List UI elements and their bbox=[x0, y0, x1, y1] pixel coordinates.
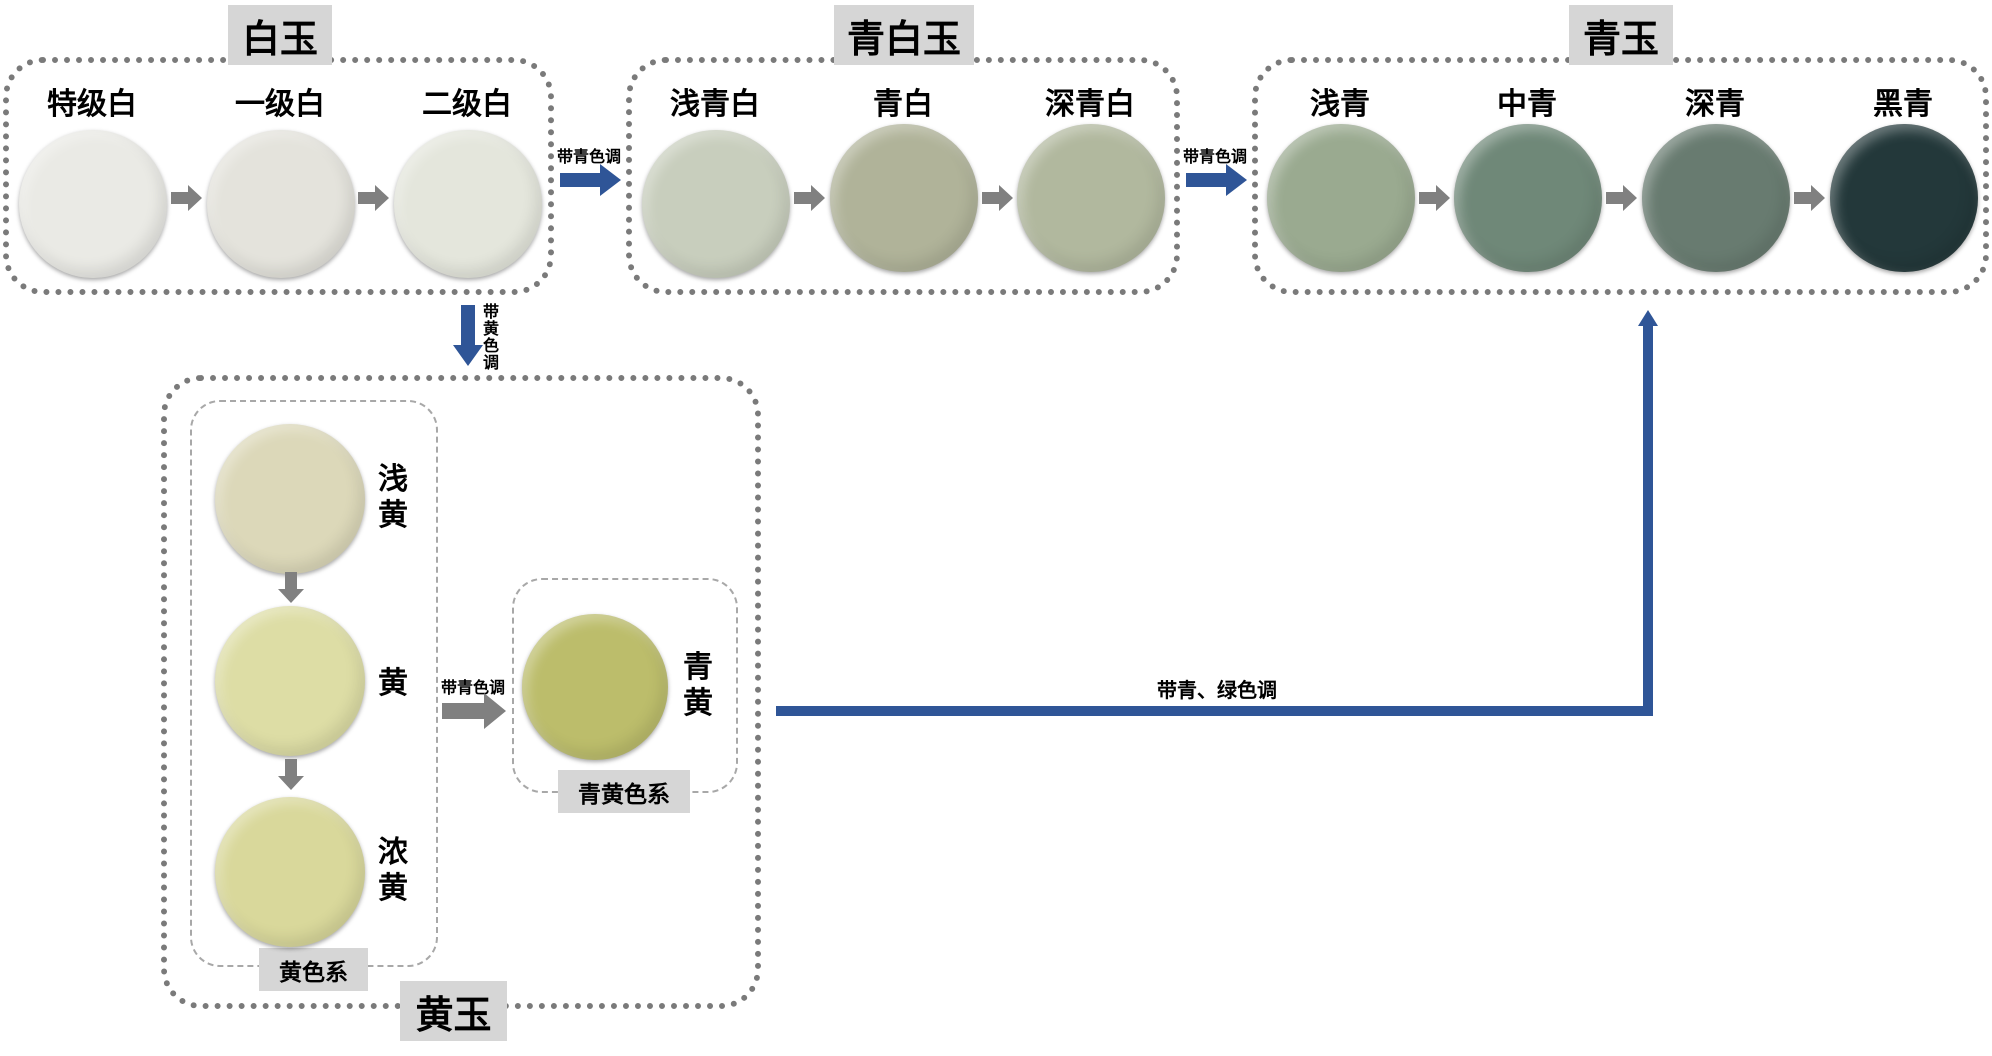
celadon-jade-title: 青玉 bbox=[1569, 5, 1673, 65]
transition-label-white-to-celadon-white: 带青色调 bbox=[557, 147, 622, 166]
celadon-white-jade-title: 青白玉 bbox=[834, 5, 974, 65]
swatch-deep-celadon bbox=[1642, 124, 1790, 272]
swatch-white-premium bbox=[19, 130, 167, 278]
step-arrow-yellow-down-1 bbox=[278, 572, 304, 603]
swatch-light-celadon bbox=[1267, 124, 1415, 272]
swatch-black-celadon bbox=[1830, 124, 1978, 272]
yellow-jade-title: 黄玉 bbox=[400, 981, 507, 1041]
swatch-label-white-grade2: 二级白 bbox=[422, 87, 512, 122]
step-arrow-white-1 bbox=[171, 185, 202, 211]
swatch-deep-celadon-white bbox=[1017, 124, 1165, 272]
swatch-light-yellow bbox=[215, 424, 365, 574]
swatch-label-celadon-white: 青白 bbox=[873, 87, 933, 122]
step-arrow-yellow-down-2 bbox=[278, 759, 304, 790]
swatch-label-medium-celadon: 中青 bbox=[1497, 87, 1557, 122]
swatch-white-grade1 bbox=[207, 130, 355, 278]
transition-arrow-yellow-to-celadon-yellow bbox=[442, 693, 506, 729]
swatch-celadon-yellow bbox=[522, 614, 668, 760]
step-arrow-white-2 bbox=[358, 185, 389, 211]
step-arrow-celadon-2 bbox=[1606, 185, 1637, 211]
transition-arrow-white-to-yellow bbox=[453, 305, 483, 366]
step-arrow-celadon-1 bbox=[1419, 185, 1450, 211]
swatch-label-deep-celadon-white: 深青白 bbox=[1045, 87, 1135, 122]
swatch-light-celadon-white bbox=[642, 130, 790, 278]
step-arrow-celadon-white-2 bbox=[982, 185, 1013, 211]
transition-label-white-to-yellow: 带黄色调 bbox=[482, 302, 499, 372]
swatch-label-deep-yellow: 浓黄 bbox=[378, 835, 408, 906]
white-jade-title: 白玉 bbox=[228, 5, 332, 65]
celadon-yellow-series-title: 青黄色系 bbox=[558, 770, 690, 813]
swatch-white-grade2 bbox=[394, 130, 542, 278]
swatch-label-light-celadon: 浅青 bbox=[1310, 87, 1370, 122]
step-arrow-celadon-3 bbox=[1794, 185, 1825, 211]
step-arrow-celadon-white-1 bbox=[794, 185, 825, 211]
transition-label-yellow-to-celadon: 带青、绿色调 bbox=[1157, 678, 1277, 702]
swatch-medium-celadon bbox=[1454, 124, 1602, 272]
swatch-label-celadon-yellow: 青黄 bbox=[683, 650, 713, 721]
swatch-label-deep-celadon: 深青 bbox=[1685, 87, 1745, 122]
swatch-label-light-yellow: 浅黄 bbox=[378, 462, 408, 533]
yellow-series-title: 黄色系 bbox=[259, 948, 368, 991]
transition-arrow-celadon-white-to-celadon bbox=[1186, 164, 1247, 196]
swatch-yellow bbox=[215, 606, 365, 756]
swatch-deep-yellow bbox=[215, 797, 365, 947]
swatch-label-yellow: 黄 bbox=[378, 666, 408, 701]
swatch-label-white-grade1: 一级白 bbox=[235, 87, 325, 122]
swatch-label-light-celadon-white: 浅青白 bbox=[670, 87, 760, 122]
transition-arrow-yellow-to-celadon bbox=[776, 310, 1658, 716]
swatch-label-black-celadon: 黑青 bbox=[1873, 87, 1933, 122]
transition-label-celadon-white-to-celadon: 带青色调 bbox=[1183, 147, 1248, 166]
transition-label-yellow-to-celadon-yellow: 带青色调 bbox=[441, 678, 506, 697]
swatch-celadon-white bbox=[830, 124, 978, 272]
swatch-label-white-premium: 特级白 bbox=[47, 87, 137, 122]
transition-arrow-white-to-celadon-white bbox=[560, 164, 621, 196]
